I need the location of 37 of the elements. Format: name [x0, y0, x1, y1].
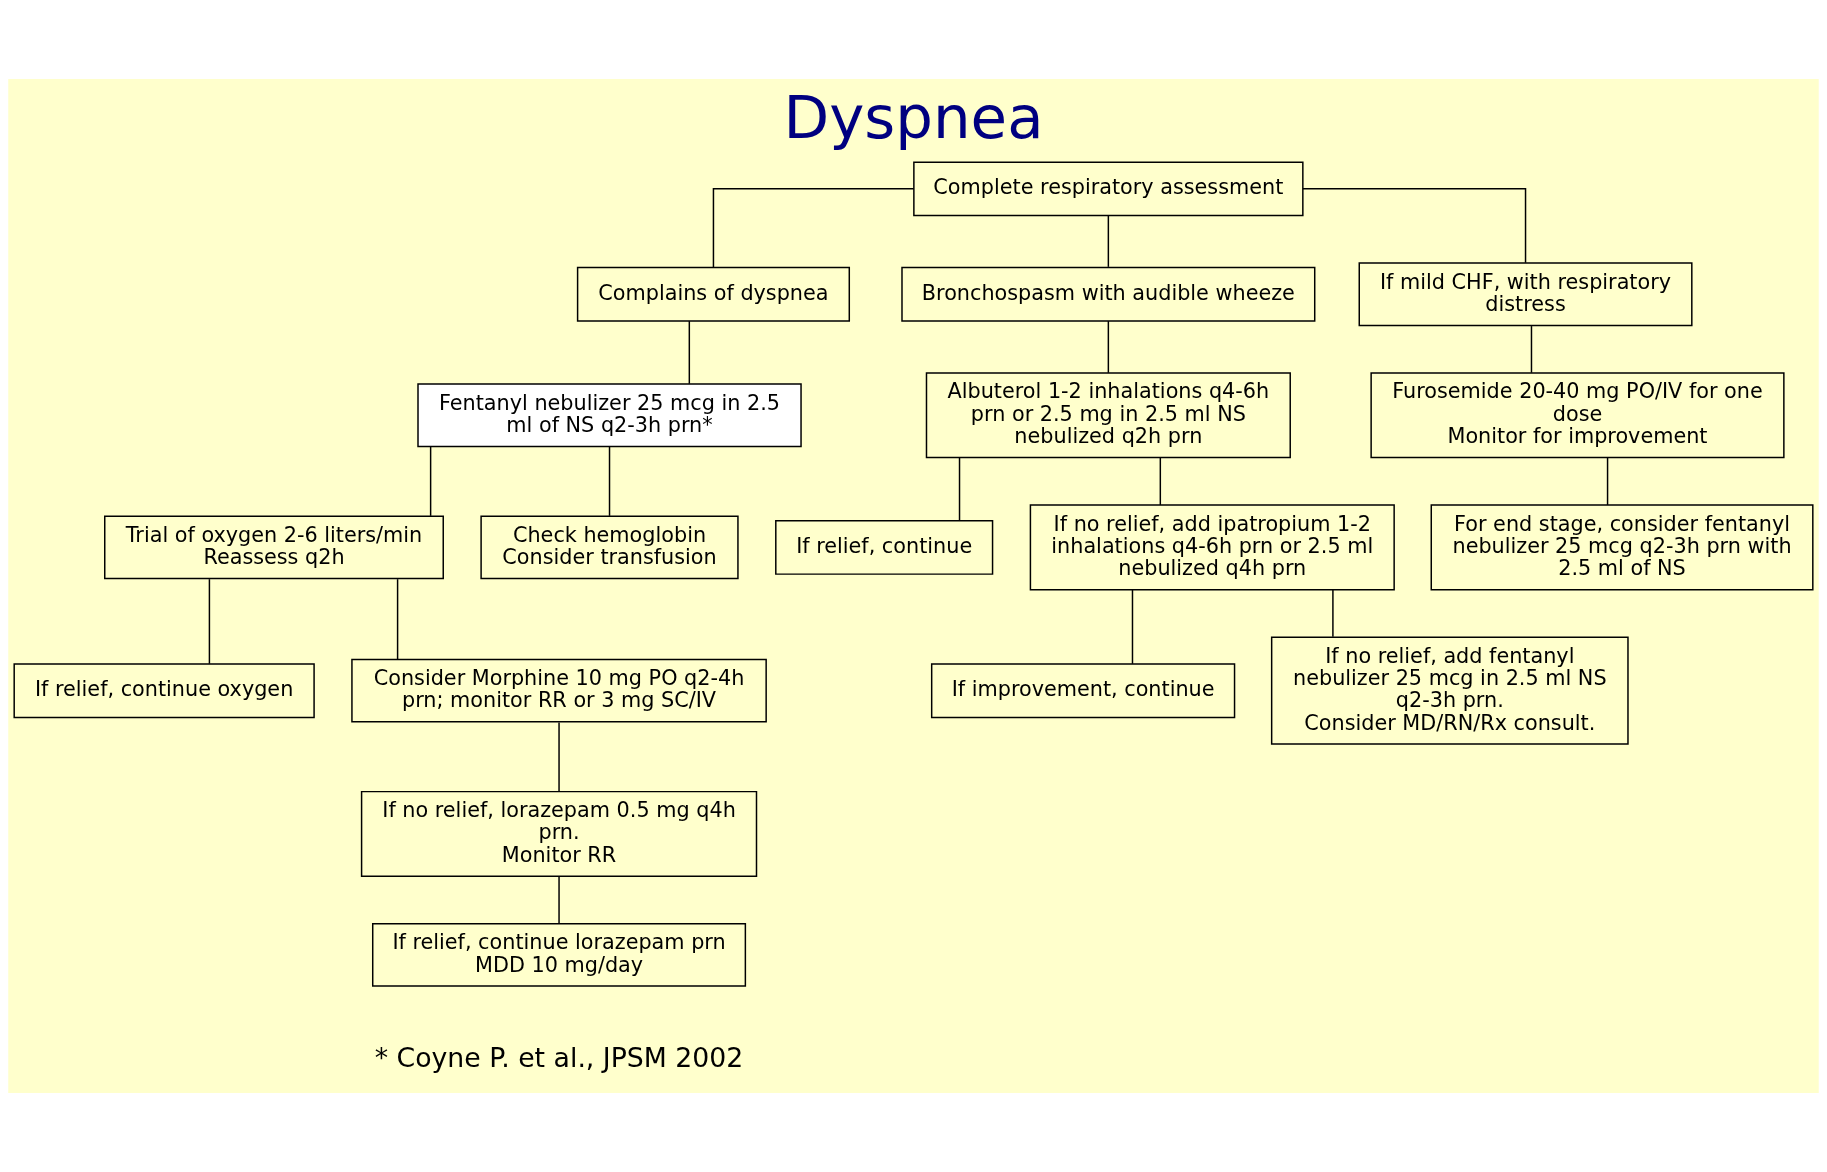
node-box: Fentanyl nebulizer 25 mcg in 2.5 ml of NS q2-3h prn* — [417, 383, 802, 448]
node-box: Bronchospasm with audible wheeze — [901, 266, 1316, 322]
node-box: Check hemoglobin Consider transfusion — [480, 515, 739, 580]
connector — [1131, 589, 1134, 665]
label: * Coyne P. et al., JPSM 2002 — [374, 1041, 744, 1073]
node-box: For end stage, consider fentanyl nebulizer 25 mcg q2-3h prn with 2.5 ml of NS — [1430, 504, 1814, 591]
connector — [712, 188, 915, 268]
node-box: If no relief, add ipatropium 1-2 inhalations q4-6h prn or 2.5 ml nebulized q4h prn — [1029, 504, 1395, 591]
node-box: Consider Morphine 10 mg PO q2-4h prn; monitor RR or 3 mg SC/IV — [351, 658, 767, 723]
connector — [1159, 457, 1162, 506]
diagram-title: Dyspnea — [783, 83, 1044, 153]
node-box: If no relief, lorazepam 0.5 mg q4h prn. Monitor RR — [360, 790, 758, 877]
node-box: If relief, continue lorazepam prn MDD 10 mg/day — [372, 923, 747, 987]
node-box: Complete respiratory assessment — [913, 161, 1304, 217]
node-box: Complains of dyspnea — [576, 266, 851, 322]
connector — [396, 578, 399, 661]
connector — [208, 578, 211, 665]
node-box: If relief, continue — [775, 519, 994, 575]
node-box: If no relief, add fentanyl nebulizer 25 mcg in 2.5 ml NS q2-3h prn. Consider MD/RN/Rx consult. — [1270, 636, 1629, 745]
connector — [1530, 325, 1533, 374]
connector — [688, 320, 691, 385]
connector — [1302, 188, 1527, 264]
connector — [558, 875, 560, 925]
node-box: If mild CHF, with respiratory distress — [1358, 262, 1693, 327]
connector — [608, 445, 611, 517]
node-box: Albuterol 1-2 inhalations q4-6h prn or 2.5 mg in 2.5 ml NS nebulized q2h prn — [925, 372, 1291, 459]
connector — [1107, 215, 1110, 268]
node-box: If relief, continue oxygen — [13, 663, 315, 719]
connector — [1107, 320, 1110, 374]
connector — [558, 721, 560, 793]
node-box: Trial of oxygen 2-6 liters/min Reassess q2h — [104, 515, 444, 580]
connector — [429, 445, 432, 517]
connector — [1606, 457, 1609, 506]
connector — [1332, 589, 1334, 638]
connector — [958, 457, 961, 522]
node-box: Furosemide 20-40 mg PO/IV for one dose Monitor for improvement — [1370, 372, 1785, 459]
node-box: If improvement, continue — [930, 663, 1236, 719]
